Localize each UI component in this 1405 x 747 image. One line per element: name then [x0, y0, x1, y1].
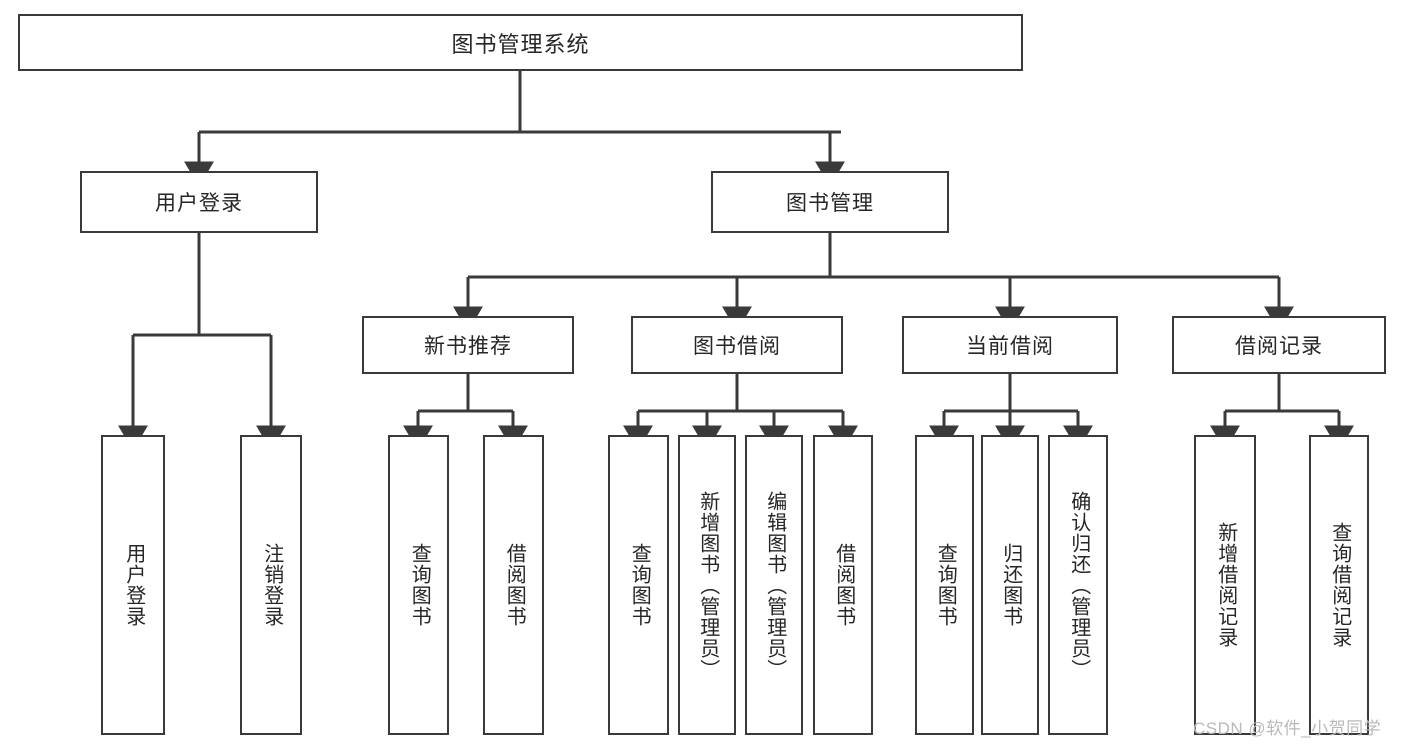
node-root-label: 图书管理系统 [451, 31, 590, 57]
leaf-user-login[interactable]: 用户登录 [101, 435, 165, 735]
leaf-query-book-bb[interactable]: 查询图书 [608, 435, 669, 735]
leaf-borrow-book-bb[interactable]: 借阅图书 [813, 435, 873, 735]
leaf-borrow-book-bb-label: 借阅图书 [832, 543, 855, 627]
leaf-edit-book-admin-label: 编辑图书（管理员） [763, 490, 786, 680]
node-user-login[interactable]: 用户登录 [80, 171, 318, 233]
node-current-borrow-label: 当前借阅 [966, 335, 1054, 358]
node-current-borrow[interactable]: 当前借阅 [902, 316, 1118, 374]
node-book-management-label: 图书管理 [786, 192, 874, 215]
leaf-add-borrow-record-label: 新增借阅记录 [1214, 522, 1237, 648]
leaf-confirm-return-admin-label: 确认归还（管理员） [1067, 490, 1090, 680]
leaf-query-book-nbr-label: 查询图书 [408, 543, 431, 627]
leaf-query-book-nbr[interactable]: 查询图书 [388, 435, 449, 735]
leaf-add-book-admin-label: 新增图书（管理员） [696, 490, 719, 680]
leaf-logout-label: 注销登录 [260, 543, 283, 627]
node-borrow-record[interactable]: 借阅记录 [1172, 316, 1386, 374]
leaf-user-login-label: 用户登录 [122, 543, 145, 627]
node-book-borrow[interactable]: 图书借阅 [631, 316, 843, 374]
leaf-add-book-admin[interactable]: 新增图书（管理员） [678, 435, 736, 735]
leaf-return-book-label: 归还图书 [999, 543, 1022, 627]
watermark-credit: CSDN @软件_小贺同学 [1193, 719, 1382, 738]
leaf-query-borrow-record[interactable]: 查询借阅记录 [1309, 435, 1369, 735]
leaf-query-book-bb-label: 查询图书 [628, 543, 651, 627]
leaf-add-borrow-record[interactable]: 新增借阅记录 [1194, 435, 1256, 735]
leaf-query-book-cb[interactable]: 查询图书 [915, 435, 974, 735]
node-book-borrow-label: 图书借阅 [693, 335, 781, 358]
node-user-login-label: 用户登录 [155, 192, 243, 215]
leaf-query-book-cb-label: 查询图书 [934, 543, 957, 627]
leaf-return-book[interactable]: 归还图书 [981, 435, 1039, 735]
node-new-book-recommend-label: 新书推荐 [424, 335, 512, 358]
leaf-logout[interactable]: 注销登录 [240, 435, 302, 735]
node-root-system[interactable]: 图书管理系统 [18, 14, 1023, 71]
leaf-borrow-book-nbr[interactable]: 借阅图书 [483, 435, 544, 735]
node-new-book-recommend[interactable]: 新书推荐 [362, 316, 574, 374]
leaf-confirm-return-admin[interactable]: 确认归还（管理员） [1048, 435, 1108, 735]
node-borrow-record-label: 借阅记录 [1235, 335, 1323, 358]
leaf-query-borrow-record-label: 查询借阅记录 [1328, 522, 1351, 648]
leaf-borrow-book-nbr-label: 借阅图书 [503, 543, 526, 627]
leaf-edit-book-admin[interactable]: 编辑图书（管理员） [745, 435, 803, 735]
node-book-management[interactable]: 图书管理 [711, 171, 949, 233]
